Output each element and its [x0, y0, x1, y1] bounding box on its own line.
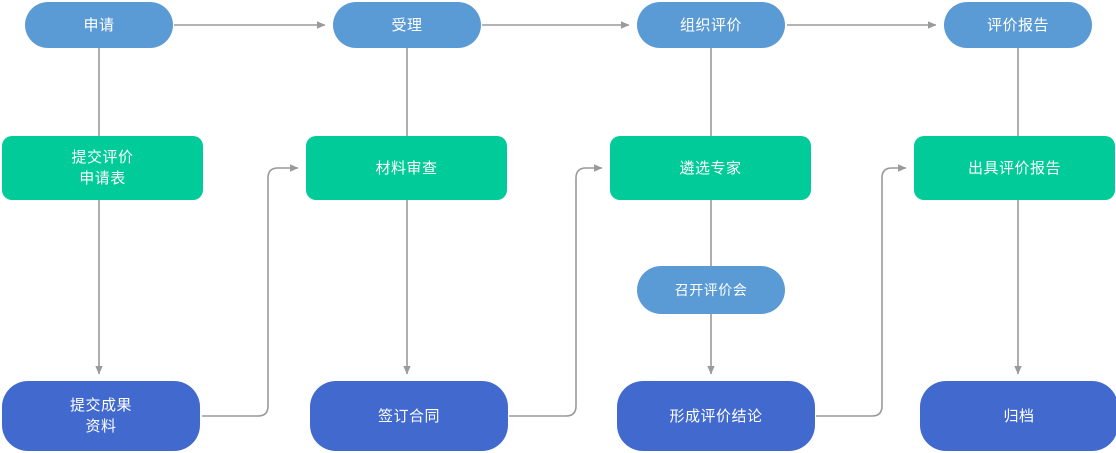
- node-select-experts[interactable]: 遴选专家: [610, 136, 811, 200]
- edge-contract-to-select-experts: [509, 164, 603, 417]
- node-material-review[interactable]: 材料审查: [306, 136, 507, 200]
- node-sign-contract[interactable]: 签订合同: [310, 381, 508, 451]
- node-hold-meeting[interactable]: 召开评价会: [637, 266, 785, 314]
- node-archive[interactable]: 归档: [920, 381, 1116, 451]
- node-organize[interactable]: 组织评价: [637, 2, 785, 48]
- edge-conclusion-to-issue-report: [816, 164, 907, 417]
- node-issue-report[interactable]: 出具评价报告: [914, 136, 1115, 200]
- node-submit-results[interactable]: 提交成果 资料: [2, 381, 200, 451]
- node-submit-form[interactable]: 提交评价 申请表: [2, 136, 203, 200]
- node-apply[interactable]: 申请: [25, 2, 173, 48]
- edge-results-to-material-review: [202, 164, 299, 417]
- node-report[interactable]: 评价报告: [944, 2, 1092, 48]
- node-form-conclusion[interactable]: 形成评价结论: [617, 381, 815, 451]
- node-accept[interactable]: 受理: [333, 2, 481, 48]
